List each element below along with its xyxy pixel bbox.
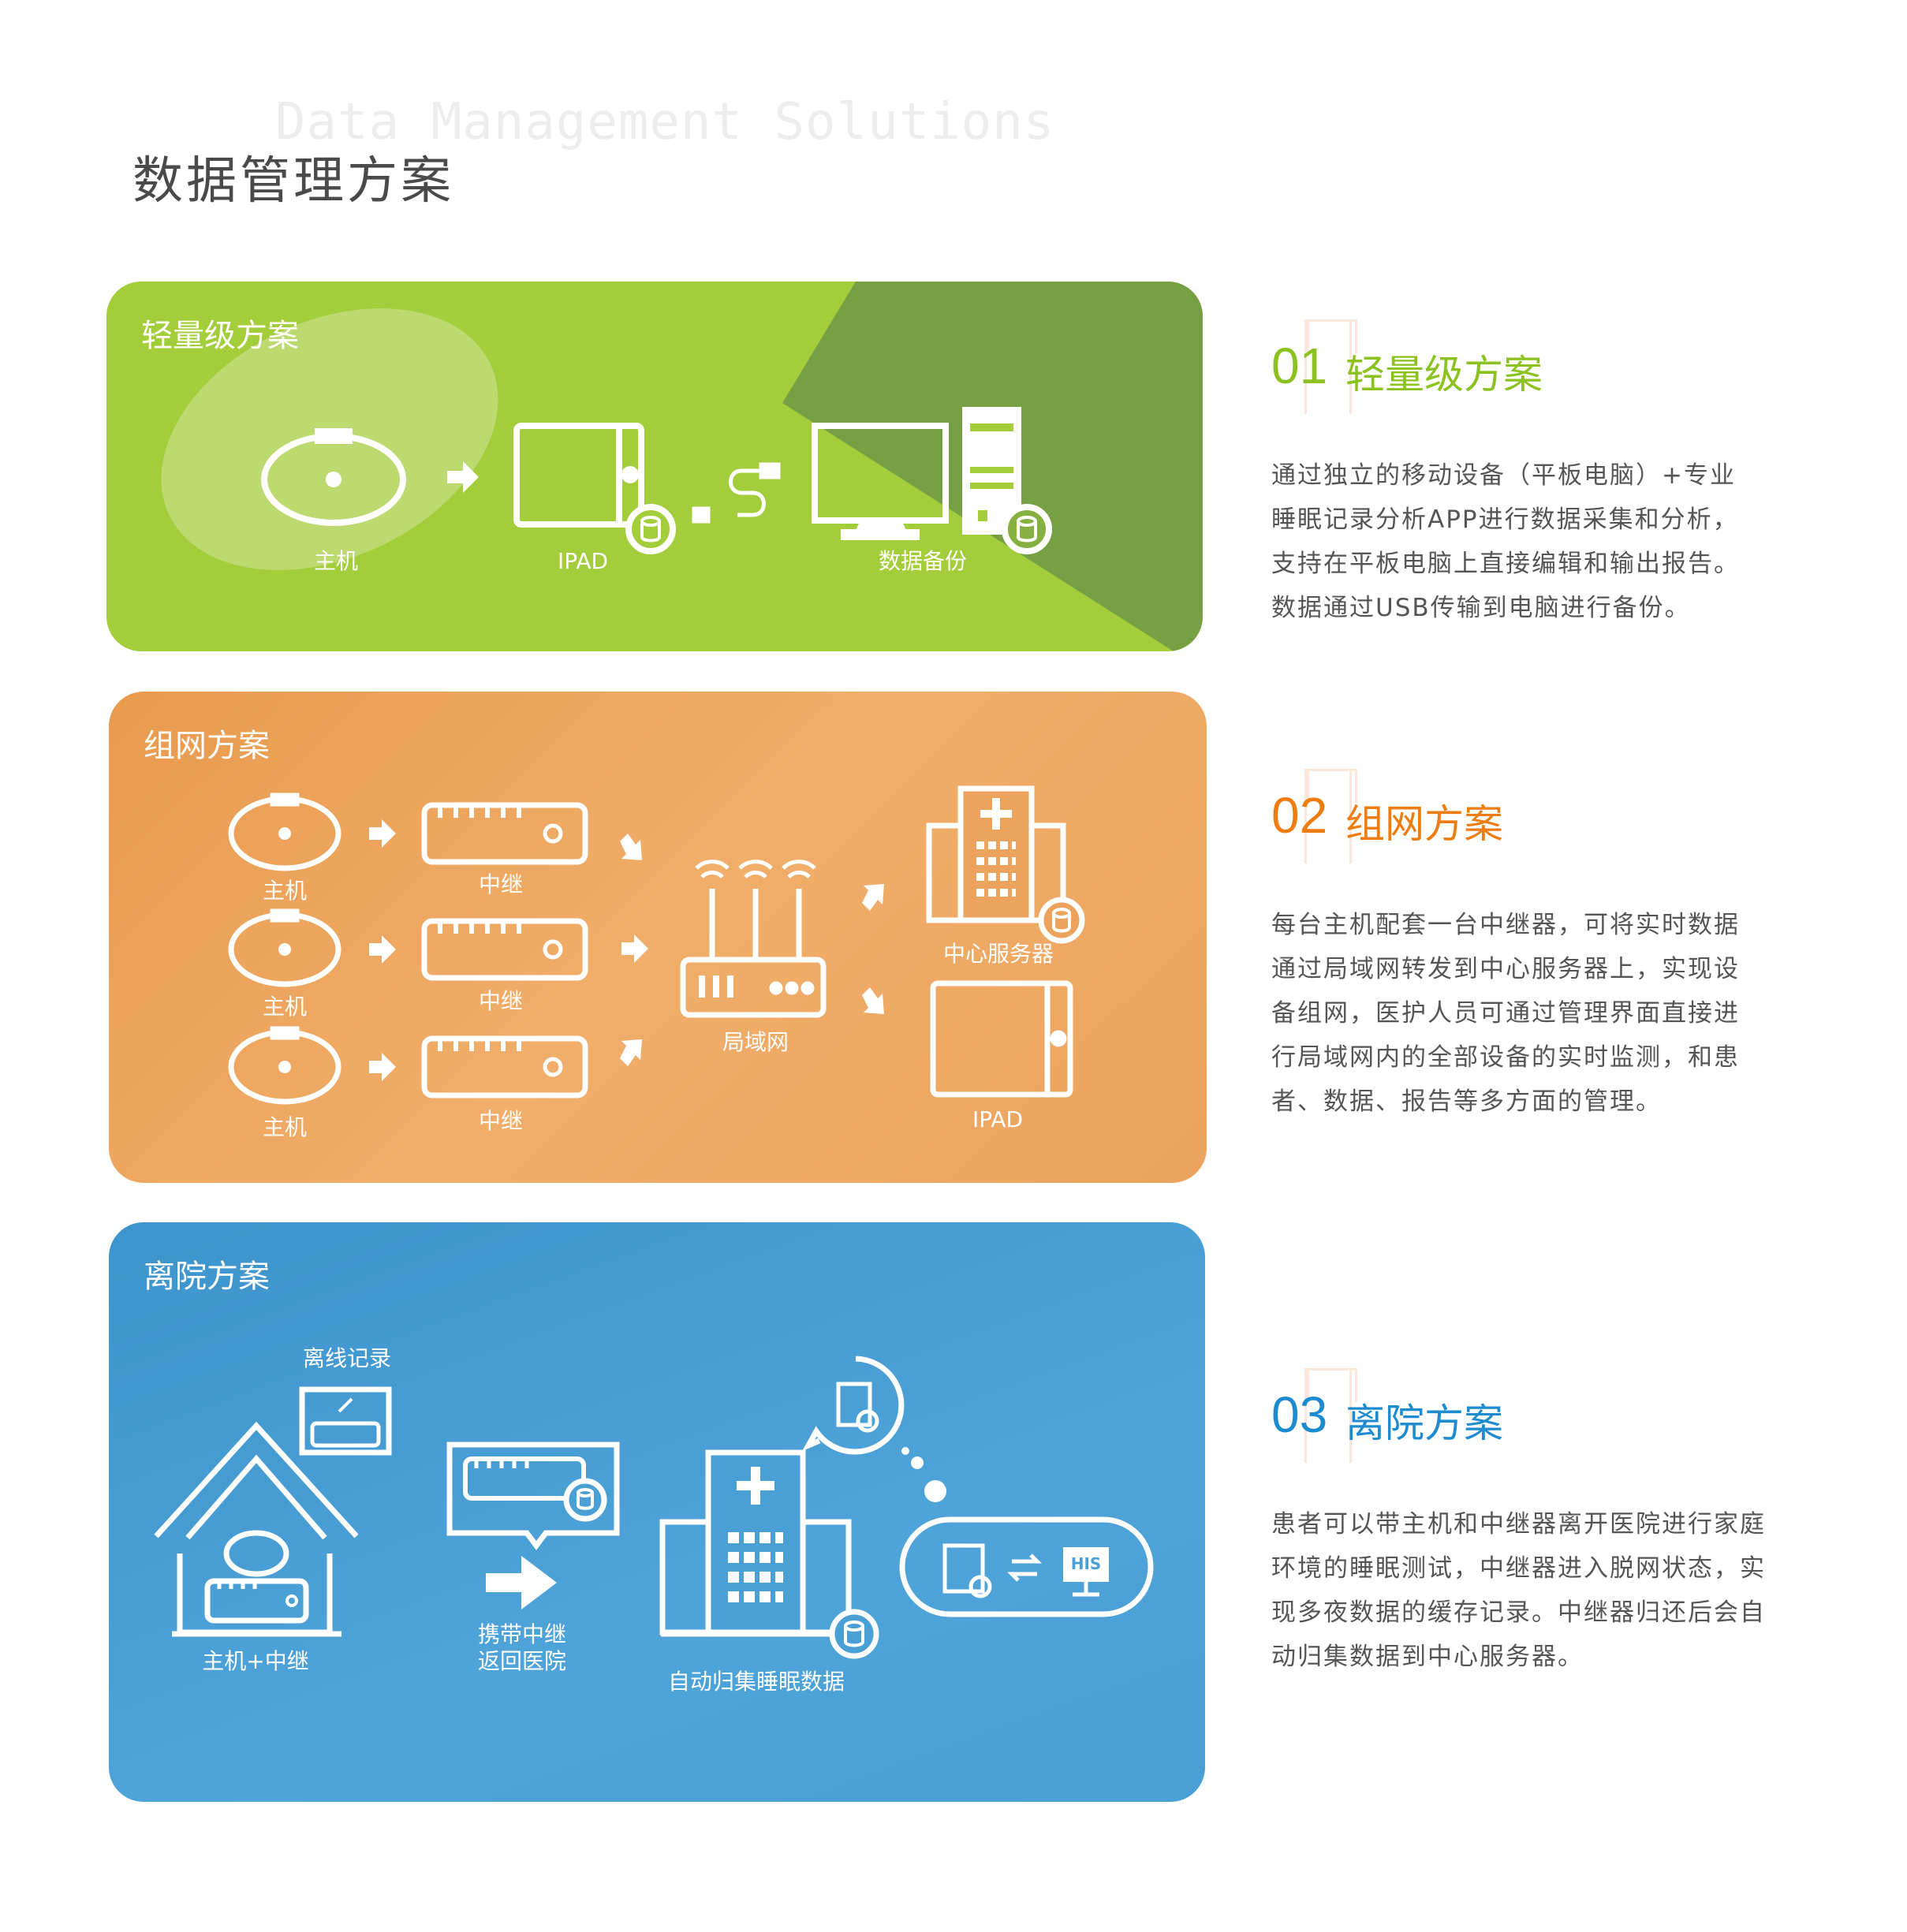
desc-line: 行局域网内的全部设备的实时监测，和患 xyxy=(1271,1043,1740,1072)
panel-network: 组网方案 主机 主机 主机 中继 中继 中继 局域网 中心服务器 IPAD xyxy=(109,692,1207,1183)
desc-line: 者、数据、报告等多方面的管理。 xyxy=(1271,1087,1662,1116)
label-server: 中心服务器 xyxy=(942,941,1054,967)
bracket-decoration xyxy=(1304,769,1357,863)
panel-lightweight: 轻量级方案 主机 IPAD 数据备份 xyxy=(106,282,1203,651)
section-number: 02 xyxy=(1271,787,1328,844)
home-icon xyxy=(154,1421,359,1637)
watermark-title: Data Management Solutions xyxy=(275,93,1055,151)
database-icon xyxy=(829,1609,879,1659)
database-icon xyxy=(1002,504,1052,554)
label-carry: 携带中继返回医院 xyxy=(478,1621,566,1675)
dot xyxy=(911,1456,924,1469)
label-ipad: IPAD xyxy=(557,548,609,574)
network-diagram xyxy=(228,785,1085,1183)
arrow-icon xyxy=(620,1039,642,1066)
dot xyxy=(924,1480,946,1502)
his-label: HIS xyxy=(1070,1554,1102,1573)
database-icon xyxy=(625,504,676,554)
label-carry-2: 返回医院 xyxy=(477,1648,567,1674)
label-host: 主机 xyxy=(262,994,308,1020)
desc-line: 通过局域网转发到中心服务器上，实现设 xyxy=(1271,955,1740,983)
ipad-icon xyxy=(513,423,644,528)
arrow-icon xyxy=(369,819,396,848)
label-home: 主机+中继 xyxy=(202,1648,309,1674)
router-icon xyxy=(680,860,827,1018)
arrow-right-icon xyxy=(486,1556,557,1609)
section-title: 离院方案 xyxy=(1345,1401,1503,1446)
label-backup: 数据备份 xyxy=(878,548,968,574)
label-relay: 中继 xyxy=(478,871,524,897)
desc-line: 数据通过USB传输到电脑进行备份。 xyxy=(1271,594,1691,622)
monitor-icon xyxy=(812,423,949,540)
section-title: 轻量级方案 xyxy=(1345,352,1543,397)
desc-line: 睡眠记录分析APP进行数据采集和分析， xyxy=(1271,505,1739,534)
section-02: 02 组网方案 每台主机配套一台中继器，可将实时数据通过局域网转发到中心服务器上，… xyxy=(1271,769,1792,1124)
panel-title: 离院方案 xyxy=(144,1259,270,1295)
label-ipad: IPAD xyxy=(972,1106,1024,1132)
relay-icon xyxy=(421,802,588,865)
report-bubble-icon xyxy=(801,1356,905,1455)
section-01: 01 轻量级方案 通过独立的移动设备（平板电脑）+专业睡眠记录分析APP进行数据采… xyxy=(1271,319,1792,630)
label-host: 主机 xyxy=(262,878,308,904)
desc-line: 通过独立的移动设备（平板电脑）+专业 xyxy=(1271,461,1736,490)
ipad-icon xyxy=(930,980,1073,1098)
label-relay: 中继 xyxy=(478,1108,524,1134)
his-exchange-pill xyxy=(899,1516,1154,1617)
hospital-server-icon xyxy=(926,785,1066,923)
section-number: 01 xyxy=(1271,338,1328,394)
database-icon xyxy=(1038,897,1085,944)
label-host: 主机 xyxy=(262,1114,308,1140)
panel-title: 轻量级方案 xyxy=(141,318,299,354)
offsite-diagram xyxy=(154,1356,1154,1659)
bracket-decoration xyxy=(1304,319,1357,414)
desc-line: 每台主机配套一台中继器，可将实时数据 xyxy=(1271,911,1740,939)
desc-line: 环境的睡眠测试，中继器进入脱网状态，实 xyxy=(1271,1554,1766,1583)
offline-relay-bubble xyxy=(299,1386,392,1456)
host-icon xyxy=(261,428,406,526)
usb-cable-icon xyxy=(692,462,781,524)
arrow-icon xyxy=(447,461,479,493)
arrow-icon xyxy=(862,987,884,1014)
bracket-decoration xyxy=(1304,1368,1357,1463)
section-number: 03 xyxy=(1271,1386,1328,1443)
label-carry-1: 携带中继 xyxy=(477,1621,567,1647)
desc-line: 备组网，医护人员可通过管理界面直接进 xyxy=(1271,999,1740,1028)
section-03: 03 离院方案 患者可以带主机和中继器离开医院进行家庭环境的睡眠测试，中继器进入脱… xyxy=(1271,1368,1792,1679)
arrow-icon xyxy=(862,884,884,911)
section-title: 组网方案 xyxy=(1345,801,1503,847)
database-icon xyxy=(563,1478,607,1522)
panel-offsite: 离院方案 离线记录 主机+中继 携带中继返回医院 自动归集睡眠数据 HIS xyxy=(109,1222,1205,1802)
lightweight-diagram xyxy=(161,282,1203,651)
desc-line: 患者可以带主机和中继器离开医院进行家庭 xyxy=(1271,1510,1766,1539)
label-host: 主机 xyxy=(313,548,359,574)
desc-line: 支持在平板电脑上直接编辑和输出报告。 xyxy=(1271,550,1740,578)
arrow-icon xyxy=(620,834,642,860)
label-collect: 自动归集睡眠数据 xyxy=(667,1669,845,1695)
desc-line: 现多夜数据的缓存记录。中继器归还后会自 xyxy=(1271,1598,1766,1627)
label-relay: 中继 xyxy=(478,988,524,1014)
page-title: 数据管理方案 xyxy=(132,152,454,211)
label-lan: 局域网 xyxy=(722,1029,789,1055)
desc-line: 动归集数据到中心服务器。 xyxy=(1271,1643,1584,1671)
host-relay-row xyxy=(228,793,588,871)
hospital-icon xyxy=(659,1449,852,1637)
arrow-icon xyxy=(621,934,648,963)
host-icon xyxy=(228,793,341,871)
label-offline: 离线记录 xyxy=(302,1345,392,1371)
dot xyxy=(901,1447,909,1455)
panel-title: 组网方案 xyxy=(144,728,270,764)
